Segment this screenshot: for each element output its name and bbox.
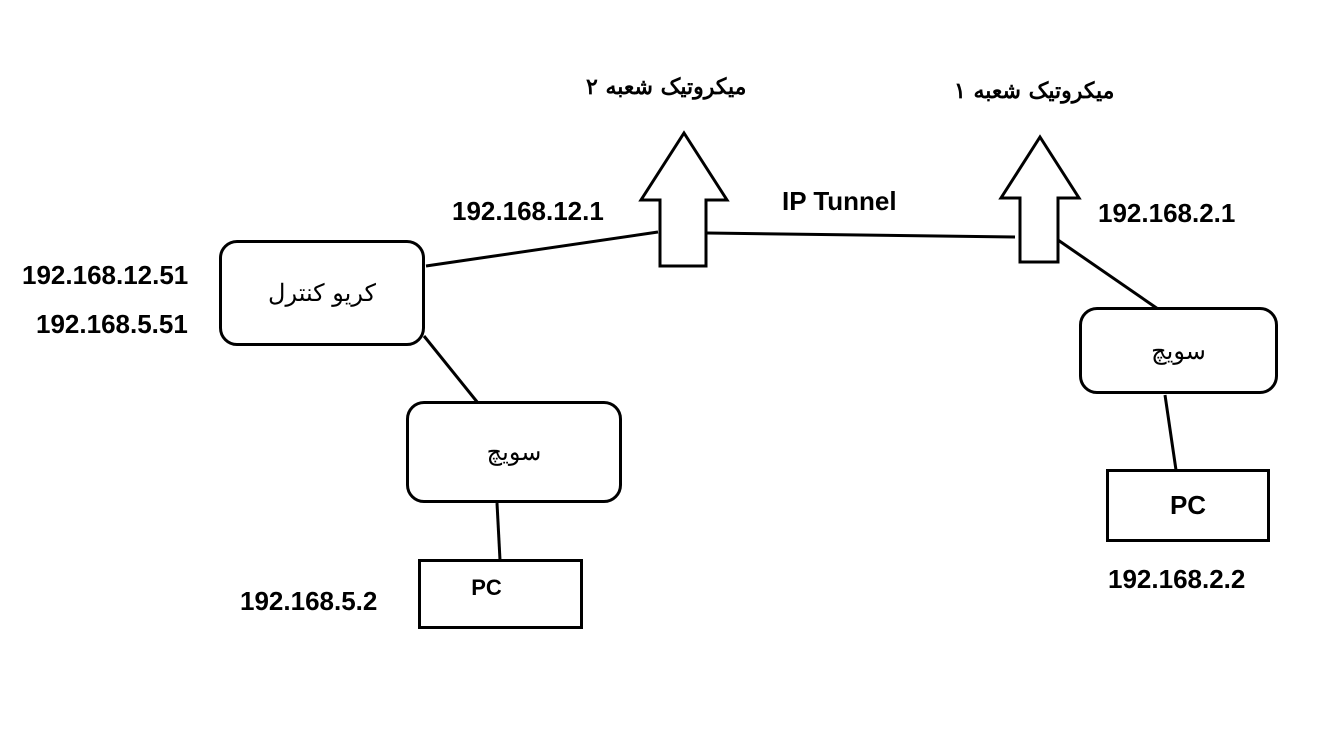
left-switch-label: سویچ <box>486 438 542 466</box>
controller-lan-ip: 192.168.5.51 <box>36 309 188 339</box>
right-pc-label: PC <box>1169 490 1207 520</box>
right-pc-ip: 192.168.2.2 <box>1108 564 1246 594</box>
kerio-control-node: کریو کنترل <box>219 240 425 346</box>
link-ip-tunnel <box>706 231 1016 239</box>
left-pc-node: PC <box>418 559 583 629</box>
left-pc-ip: 192.168.5.2 <box>240 586 378 616</box>
link-switch-pc-left <box>495 502 502 561</box>
router-branch1-label: میکروتیک شعبه ۱ <box>954 78 1115 104</box>
link-controller-router2 <box>425 230 659 268</box>
right-switch-label: سویچ <box>1151 336 1206 365</box>
link-router1-switch <box>1057 238 1159 311</box>
router-branch2-label: میکروتیک شعبه ۲ <box>586 74 747 100</box>
kerio-control-label: کریو کنترل <box>268 279 376 307</box>
right-pc-node: PC <box>1106 469 1270 542</box>
left-switch-node: سویچ <box>406 401 622 503</box>
ip-tunnel-label: IP Tunnel <box>782 186 897 216</box>
controller-wan-ip: 192.168.12.51 <box>22 260 189 290</box>
router-branch2-ip: 192.168.12.1 <box>452 196 604 226</box>
router-branch1-ip: 192.168.2.1 <box>1098 198 1236 228</box>
link-switch-pc-right <box>1163 394 1178 471</box>
right-switch-node: سویچ <box>1079 307 1278 394</box>
router-branch1-arrow-icon <box>998 134 1082 264</box>
link-controller-switch <box>422 335 484 409</box>
router-branch2-arrow-icon <box>638 130 730 268</box>
left-pc-label: PC <box>471 575 502 600</box>
